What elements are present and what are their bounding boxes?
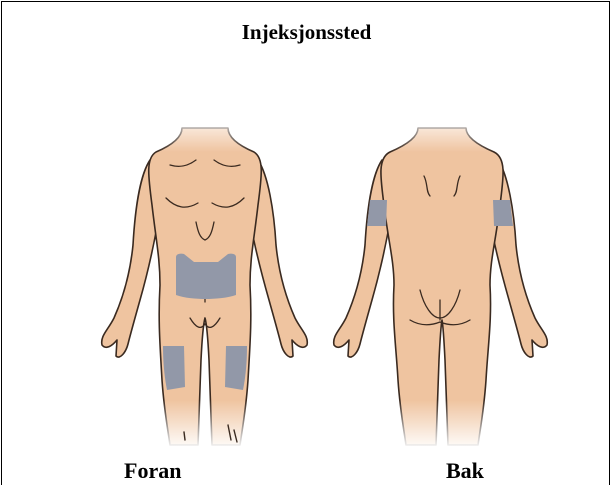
back-view-label: Bak (446, 458, 484, 484)
front-view-label: Foran (124, 458, 181, 484)
injection-site-left-thigh (163, 346, 185, 390)
injection-site-right-upper-arm (493, 200, 513, 226)
injection-site-right-thigh (225, 346, 247, 390)
injection-site-left-upper-arm (367, 200, 387, 226)
top-fade-overlay (90, 112, 550, 152)
bottom-fade-overlay (90, 400, 550, 450)
back-body-figure (334, 128, 548, 445)
